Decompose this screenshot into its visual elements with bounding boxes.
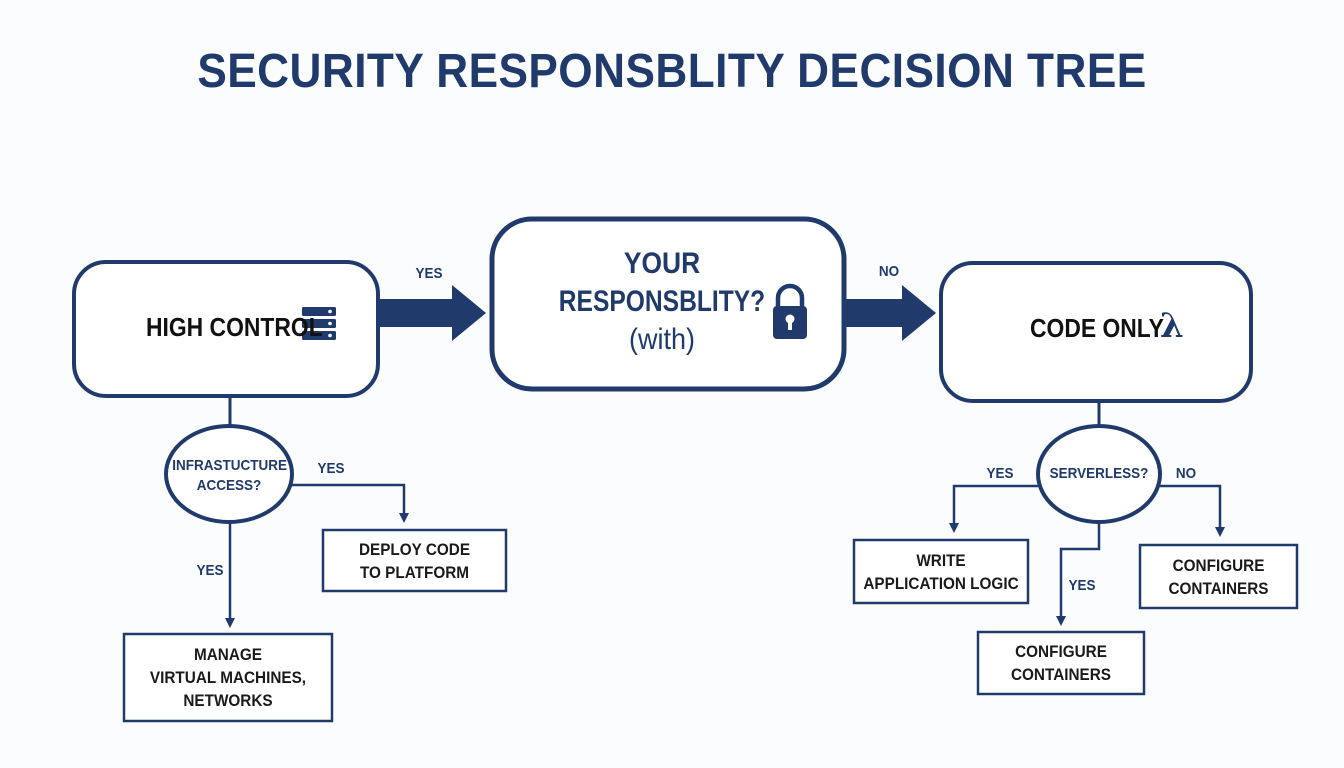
configure-containers-right-box xyxy=(1138,543,1299,610)
edge-serverless-to-mid xyxy=(1056,522,1101,626)
edge-label-serverless-to-right: NO xyxy=(1175,465,1197,482)
manage-vms-line-1: MANAGE xyxy=(193,645,263,664)
page-title: SECURITY RESPONSBLITY DECISION TREE xyxy=(197,45,1147,98)
center-line-2: RESPONSBLITY? xyxy=(558,285,766,318)
center-question-node xyxy=(489,216,847,392)
deploy-code-line-1: DEPLOY CODE xyxy=(358,540,471,559)
center-line-1: YOUR xyxy=(623,247,701,280)
write-logic-line-1: WRITE xyxy=(916,551,966,570)
configure-containers-right-line-1: CONFIGURE xyxy=(1172,556,1265,575)
configure-containers-mid-line-1: CONFIGURE xyxy=(1015,642,1107,661)
server-icon xyxy=(302,307,336,340)
edge-serverless-to-write xyxy=(949,484,1038,533)
edge-label-serverless-to-write: YES xyxy=(986,465,1014,482)
edge-infra-to-deploy xyxy=(292,483,409,523)
write-logic-text: WRITE APPLICATION LOGIC xyxy=(863,549,1020,595)
serverless-text: SERVERLESS? xyxy=(1049,465,1149,482)
write-logic-line-2: APPLICATION LOGIC xyxy=(863,574,1019,593)
high-control-node xyxy=(72,260,380,398)
edge-label-center-to-code: NO xyxy=(878,263,900,280)
deploy-code-text: DEPLOY CODE TO PLATFORM xyxy=(332,538,497,584)
manage-vms-line-3: NETWORKS xyxy=(183,691,273,710)
code-only-label: CODE ONLY xyxy=(1030,313,1164,343)
configure-containers-mid-line-2: CONTAINERS xyxy=(1010,665,1112,684)
configure-containers-mid-text: CONFIGURE CONTAINERS xyxy=(986,640,1135,686)
high-control-label: HIGH CONTROL xyxy=(146,312,323,342)
manage-vms-box xyxy=(122,632,334,723)
center-question-text: YOUR RESPONSBLITY? (with) xyxy=(520,245,804,359)
deploy-code-box xyxy=(321,528,508,593)
manage-vms-line-2: VIRTUAL MACHINES, xyxy=(149,668,307,687)
configure-containers-right-text: CONFIGURE CONTAINERS xyxy=(1148,554,1289,600)
manage-vms-text: MANAGE VIRTUAL MACHINES, NETWORKS xyxy=(134,643,321,712)
edge-label-high-to-center: YES xyxy=(415,265,443,282)
arrow-center-to-code xyxy=(846,285,936,341)
write-logic-box xyxy=(852,538,1030,605)
configure-containers-mid-box xyxy=(976,630,1146,696)
edge-serverless-to-right xyxy=(1160,484,1225,537)
lambda-icon: λ xyxy=(1160,306,1184,346)
lock-icon xyxy=(773,283,807,339)
center-line-3: (with) xyxy=(628,323,696,356)
arrow-high-to-center xyxy=(380,285,486,341)
edge-label-infra-to-manage: YES xyxy=(196,562,224,579)
code-only-node xyxy=(939,261,1253,403)
infra-access-line-1: INFRASTUCTURE xyxy=(172,457,288,474)
edge-label-serverless-to-mid: YES xyxy=(1068,577,1096,594)
configure-containers-right-line-2: CONTAINERS xyxy=(1168,579,1269,598)
infra-access-line-2: ACCESS? xyxy=(196,477,262,494)
edge-label-infra-to-deploy: YES xyxy=(317,460,345,477)
deploy-code-line-2: TO PLATFORM xyxy=(359,563,470,582)
infra-access-text: INFRASTUCTURE ACCESS? xyxy=(172,456,288,496)
